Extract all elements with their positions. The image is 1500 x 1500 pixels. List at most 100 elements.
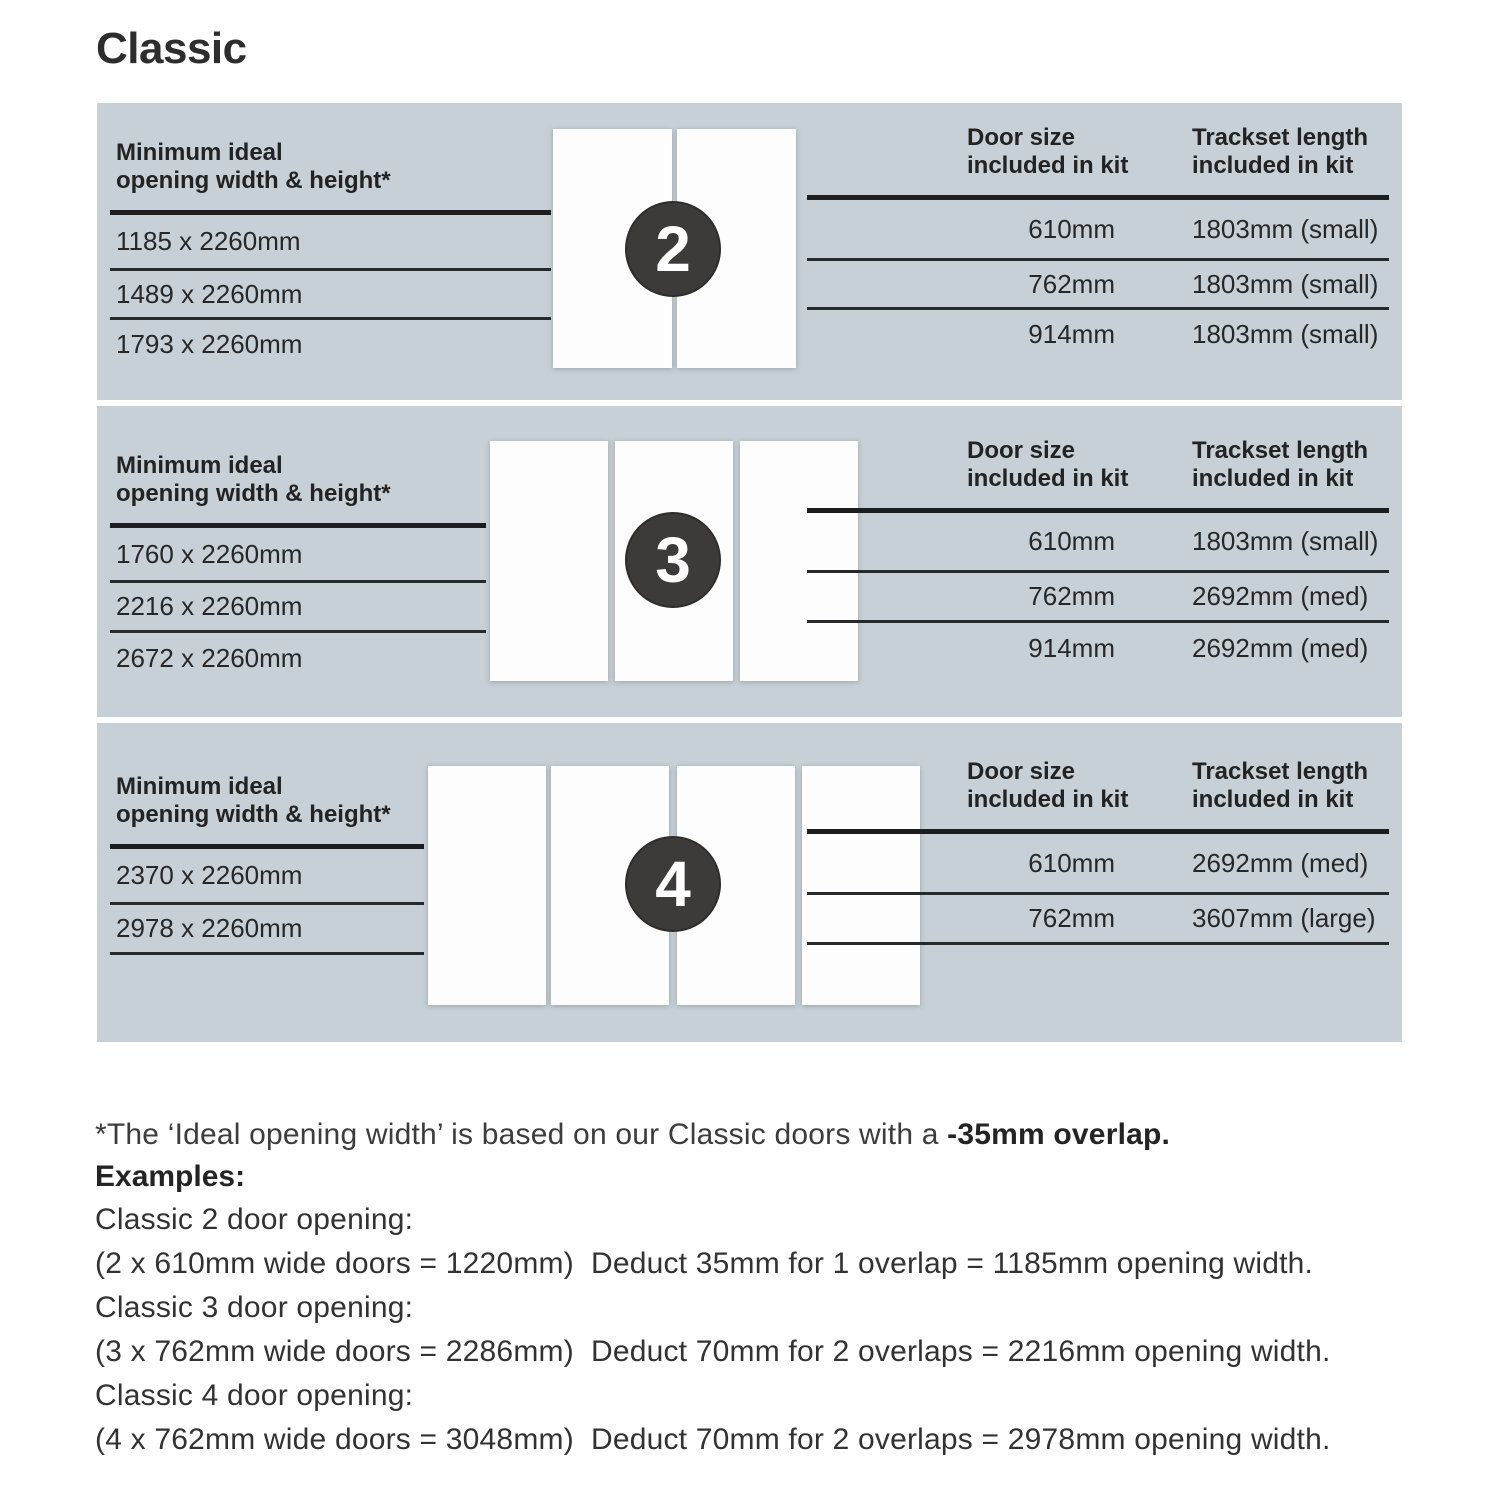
- kit-panel-2-door: Minimum ideal opening width & height* 11…: [97, 103, 1402, 400]
- door-size-header-line1: Door size: [967, 437, 1076, 464]
- trackset-length-value: 2692mm (med): [1192, 581, 1369, 611]
- door-size-column-header: Door size included in kit: [807, 124, 1192, 180]
- door-count-badge: 2: [625, 201, 721, 297]
- table-row: 1489 x 2260mm: [110, 271, 551, 320]
- footnote-bold-text: -35mm overlap.: [947, 1118, 1171, 1151]
- header-rule: [110, 523, 486, 528]
- header-rule: [807, 195, 1389, 200]
- door-size-value: 610mm: [1028, 847, 1115, 878]
- kit-panel-4-door: Minimum ideal opening width & height* 23…: [97, 723, 1402, 1042]
- door-size-value: 610mm: [1028, 213, 1115, 244]
- table-row: 762mm 2692mm (med): [807, 573, 1389, 623]
- trackset-length-value: 2692mm (med): [1192, 632, 1369, 663]
- trackset-length-value: 1803mm (small): [1192, 213, 1379, 244]
- door-size-value: 762mm: [1028, 581, 1115, 611]
- header-rule: [110, 844, 424, 849]
- opening-size-value: 2370 x 2260mm: [116, 860, 303, 890]
- example-detail: (4 x 762mm wide doors = 3048mm) Deduct 7…: [95, 1423, 1331, 1456]
- header-rule: [807, 829, 1389, 834]
- trackset-length-value: 1803mm (small): [1192, 526, 1379, 556]
- trackset-column-header: Trackset length included in kit: [1192, 124, 1389, 180]
- door-size-value: 914mm: [1028, 318, 1115, 349]
- opening-size-header: Minimum ideal opening width & height*: [110, 103, 551, 210]
- opening-size-header-line1: Minimum ideal: [116, 773, 283, 800]
- opening-size-value: 2216 x 2260mm: [116, 591, 303, 621]
- door-size-value: 762mm: [1028, 268, 1115, 299]
- kit-contents-header: Door size included in kit Trackset lengt…: [807, 406, 1389, 508]
- table-row: 2370 x 2260mm: [110, 849, 424, 905]
- table-row: 610mm 2692mm (med): [807, 834, 1389, 895]
- opening-size-header: Minimum ideal opening width & height*: [110, 723, 424, 844]
- door-size-header-line2: included in kit: [967, 465, 1129, 492]
- opening-size-table: Minimum ideal opening width & height* 11…: [110, 103, 551, 368]
- page-title: Classic: [96, 24, 247, 73]
- opening-size-header-line2: opening width & height*: [116, 167, 391, 194]
- door-count-badge: 4: [625, 836, 721, 932]
- table-row: 610mm 1803mm (small): [807, 513, 1389, 573]
- opening-size-header-line1: Minimum ideal: [116, 139, 283, 166]
- trackset-column-header: Trackset length included in kit: [1192, 758, 1389, 814]
- kit-contents-table: Door size included in kit Trackset lengt…: [807, 103, 1389, 358]
- trackset-column-header: Trackset length included in kit: [1192, 437, 1389, 493]
- example-detail: (2 x 610mm wide doors = 1220mm) Deduct 3…: [95, 1247, 1314, 1280]
- trackset-length-value: 2692mm (med): [1192, 847, 1369, 878]
- opening-size-value: 1793 x 2260mm: [116, 328, 303, 359]
- table-row: 1793 x 2260mm: [110, 320, 551, 368]
- opening-size-value: 2978 x 2260mm: [116, 913, 303, 943]
- trackset-length-value: 3607mm (large): [1192, 903, 1376, 933]
- table-row: 914mm 1803mm (small): [807, 310, 1389, 358]
- door-illustration: [490, 441, 608, 681]
- trackset-header-line1: Trackset length: [1192, 124, 1369, 151]
- overlap-footnote: *The ‘Ideal opening width’ is based on o…: [95, 1118, 1170, 1152]
- example-label: Classic 4 door opening:: [95, 1379, 414, 1412]
- trackset-length-value: 1803mm (small): [1192, 268, 1379, 299]
- examples-list: Classic 2 door opening: (2 x 610mm wide …: [95, 1198, 1331, 1462]
- trackset-header-line2: included in kit: [1192, 786, 1354, 813]
- door-size-header-line2: included in kit: [967, 786, 1129, 813]
- table-row: 1760 x 2260mm: [110, 528, 486, 583]
- table-row: 1185 x 2260mm: [110, 215, 551, 271]
- door-size-column-header: Door size included in kit: [807, 758, 1192, 814]
- kit-contents-table: Door size included in kit Trackset lengt…: [807, 406, 1389, 673]
- door-illustration: [802, 766, 920, 1005]
- example-label: Classic 3 door opening:: [95, 1291, 414, 1324]
- opening-size-value: 2672 x 2260mm: [116, 642, 303, 673]
- door-size-value: 914mm: [1028, 632, 1115, 663]
- door-illustration: [428, 766, 546, 1005]
- table-row: 2672 x 2260mm: [110, 633, 486, 683]
- table-row: 914mm 2692mm (med): [807, 623, 1389, 673]
- opening-size-table: Minimum ideal opening width & height* 17…: [110, 406, 486, 683]
- opening-size-table: Minimum ideal opening width & height* 23…: [110, 723, 424, 955]
- opening-size-header-line2: opening width & height*: [116, 480, 391, 507]
- opening-size-header-line2: opening width & height*: [116, 801, 391, 828]
- kit-contents-header: Door size included in kit Trackset lengt…: [807, 103, 1389, 195]
- door-size-header-line1: Door size: [967, 758, 1076, 785]
- table-row: 762mm 3607mm (large): [807, 895, 1389, 945]
- door-count-badge: 3: [625, 512, 721, 608]
- door-size-header-line1: Door size: [967, 124, 1076, 151]
- example-detail: (3 x 762mm wide doors = 2286mm) Deduct 7…: [95, 1335, 1331, 1368]
- trackset-header-line2: included in kit: [1192, 152, 1354, 179]
- header-rule: [110, 210, 551, 215]
- examples-heading: Examples:: [95, 1160, 246, 1193]
- trackset-header-line2: included in kit: [1192, 465, 1354, 492]
- footnote-text: *The ‘Ideal opening width’ is based on o…: [95, 1118, 948, 1151]
- door-size-value: 762mm: [1028, 903, 1115, 933]
- header-rule: [807, 508, 1389, 513]
- door-size-column-header: Door size included in kit: [807, 437, 1192, 493]
- kit-contents-table: Door size included in kit Trackset lengt…: [807, 723, 1389, 945]
- kit-panel-3-door: Minimum ideal opening width & height* 17…: [97, 406, 1402, 717]
- table-row: 2216 x 2260mm: [110, 583, 486, 633]
- table-row: 2978 x 2260mm: [110, 905, 424, 955]
- kit-contents-header: Door size included in kit Trackset lengt…: [807, 723, 1389, 829]
- opening-size-header-line1: Minimum ideal: [116, 452, 283, 479]
- table-row: 762mm 1803mm (small): [807, 261, 1389, 310]
- trackset-header-line1: Trackset length: [1192, 437, 1369, 464]
- opening-size-header: Minimum ideal opening width & height*: [110, 406, 486, 523]
- opening-size-value: 1489 x 2260mm: [116, 278, 303, 309]
- trackset-length-value: 1803mm (small): [1192, 318, 1379, 349]
- door-illustration: [740, 441, 858, 681]
- opening-size-value: 1185 x 2260mm: [116, 226, 301, 256]
- table-row: 610mm 1803mm (small): [807, 200, 1389, 261]
